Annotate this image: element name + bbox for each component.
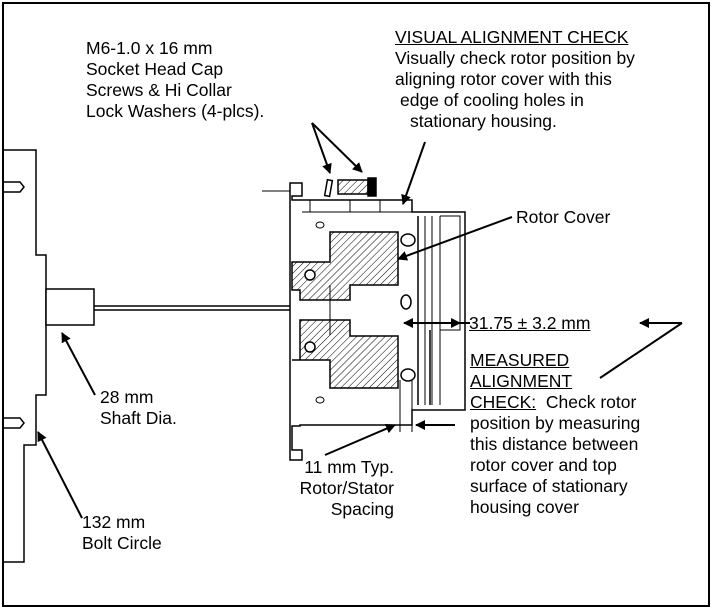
spacing-label: 11 mm Typ. Rotor/Stator Spacing <box>246 457 394 520</box>
measurement-label: 31.75 ± 3.2 mm <box>469 313 591 333</box>
spacing-line-3: Spacing <box>330 499 394 519</box>
bolt-circle-line-1: 132 mm <box>82 512 146 532</box>
visual-check-line-2: aligning rotor cover with this <box>395 69 612 89</box>
spacing-line-2: Rotor/Stator <box>299 478 394 498</box>
rotor-cover-label: Rotor Cover <box>516 207 611 227</box>
measured-check-line-3: rotor cover and top <box>470 455 617 475</box>
visual-check-line-1: Visually check rotor position by <box>395 48 635 68</box>
measured-check-title-2: ALIGNMENT <box>470 371 573 391</box>
screws-line-3: Screws & Hi Collar <box>86 80 232 100</box>
measured-check-line-4: surface of stationary <box>470 476 628 496</box>
measured-check-body-first: Check rotor <box>545 392 637 412</box>
shaft-label: 28 mm Shaft Dia. <box>100 387 177 429</box>
measured-check-title-3: CHECK: <box>470 392 537 412</box>
screws-line-2: Socket Head Cap <box>86 59 224 79</box>
screws-line-4: Lock Washers (4-plcs). <box>86 101 265 121</box>
bolt-circle-line-2: Bolt Circle <box>82 533 162 553</box>
shaft-line-2: Shaft Dia. <box>100 408 177 428</box>
visual-check-label: VISUAL ALIGNMENT CHECK Visually check ro… <box>395 27 635 132</box>
cap-screws <box>323 177 377 198</box>
screws-label: M6-1.0 x 16 mm Socket Head Cap Screws & … <box>86 38 264 122</box>
visual-check-line-4: stationary housing. <box>410 111 557 131</box>
measured-check-line-2: this distance between <box>470 434 639 454</box>
visual-check-title: VISUAL ALIGNMENT CHECK <box>395 27 629 47</box>
shaft-line-1: 28 mm <box>100 387 154 407</box>
spacing-line-1: 11 mm Typ. <box>304 457 394 477</box>
motor-flange <box>4 149 47 563</box>
measured-check-line-5: housing cover <box>470 497 579 517</box>
leader-lines <box>37 122 683 519</box>
measured-check-label: MEASURED ALIGNMENT CHECK: Check rotor po… <box>470 350 640 518</box>
screws-line-1: M6-1.0 x 16 mm <box>86 38 213 58</box>
visual-check-line-3: edge of cooling holes in <box>400 90 584 110</box>
housing-assembly <box>262 182 466 461</box>
bolt-circle-label: 132 mm Bolt Circle <box>82 512 162 554</box>
measured-check-line-1: position by measuring <box>470 413 641 433</box>
measured-check-title-1: MEASURED <box>470 350 570 370</box>
